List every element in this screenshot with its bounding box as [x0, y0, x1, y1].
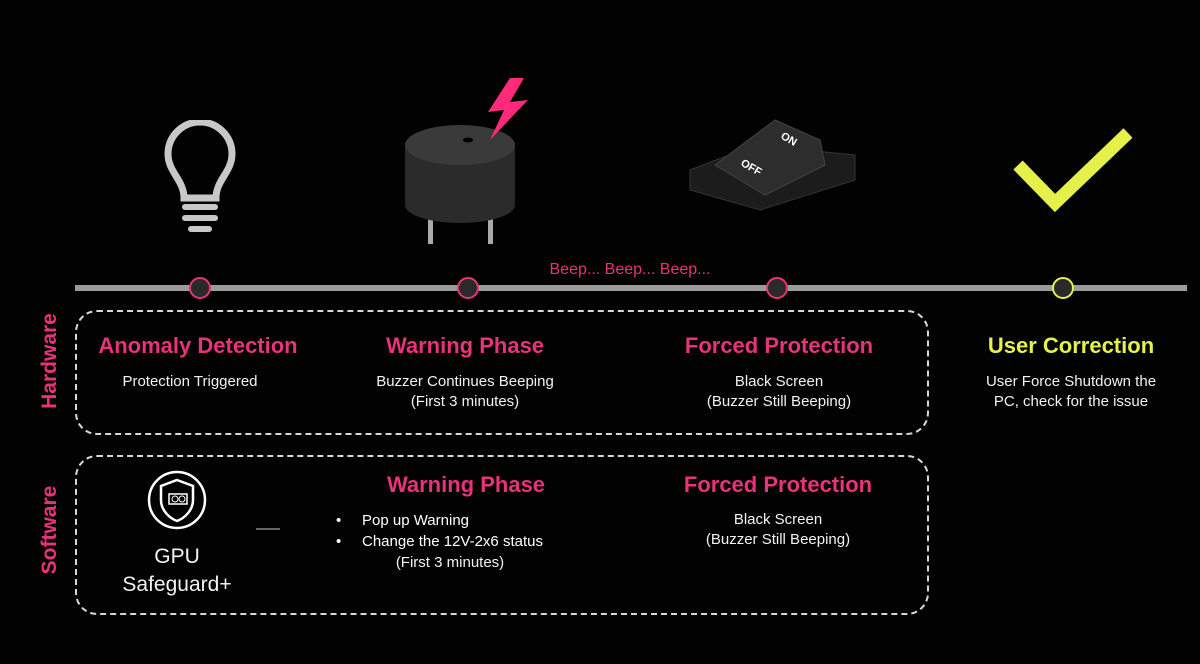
software-warning-note: (First 3 minutes) — [395, 554, 505, 571]
user-correction-text-2: PC, check for the issue — [993, 393, 1149, 410]
hardware-text-warning-2: (First 3 minutes) — [410, 393, 520, 410]
timeline-node-user — [1052, 277, 1074, 299]
gpu-safeguard-label-1: GPU — [154, 545, 200, 568]
software-box — [75, 455, 929, 615]
software-text-forced-2: (Buzzer Still Beeping) — [705, 531, 851, 548]
timeline-line — [75, 285, 1187, 291]
dash-divider — [256, 528, 280, 530]
user-correction-text-1: User Force Shutdown the — [985, 373, 1157, 390]
beep-label: Beep... Beep... Beep... — [549, 261, 711, 278]
timeline-node-anomaly — [189, 277, 211, 299]
software-text-forced-1: Black Screen — [733, 511, 823, 528]
hardware-text-warning-1: Buzzer Continues Beeping — [376, 373, 554, 390]
hardware-title-anomaly: Anomaly Detection — [98, 333, 298, 358]
software-title-warning: Warning Phase — [386, 472, 546, 497]
hardware-text-anomaly: Protection Triggered — [122, 373, 258, 390]
software-title-forced: Forced Protection — [683, 472, 873, 497]
checkmark-icon — [1013, 128, 1133, 213]
bullet-item: •Change the 12V-2x6 status — [336, 533, 543, 550]
hardware-title-forced: Forced Protection — [684, 333, 874, 358]
user-correction-title: User Correction — [987, 333, 1155, 358]
timeline-node-warning — [457, 277, 479, 299]
power-switch-icon: ON OFF — [689, 119, 856, 211]
timeline-node-forced — [766, 277, 788, 299]
hardware-text-forced-2: (Buzzer Still Beeping) — [706, 393, 852, 410]
row-label-hardware: Hardware — [38, 313, 61, 409]
lightbulb-icon — [164, 120, 236, 232]
gpu-shield-icon — [147, 470, 207, 530]
gpu-safeguard-label-2: Safeguard+ — [122, 573, 232, 596]
buzzer-icon — [405, 78, 528, 244]
hardware-text-forced-1: Black Screen — [734, 373, 824, 390]
hardware-box — [75, 310, 929, 435]
bullet-text: Pop up Warning — [362, 512, 470, 529]
bullet-item: •Pop up Warning — [336, 512, 470, 529]
bullet-text: Change the 12V-2x6 status — [362, 533, 543, 550]
software-warning-bullets: •Pop up Warning •Change the 12V-2x6 stat… — [336, 510, 543, 552]
hardware-title-warning: Warning Phase — [385, 333, 545, 358]
